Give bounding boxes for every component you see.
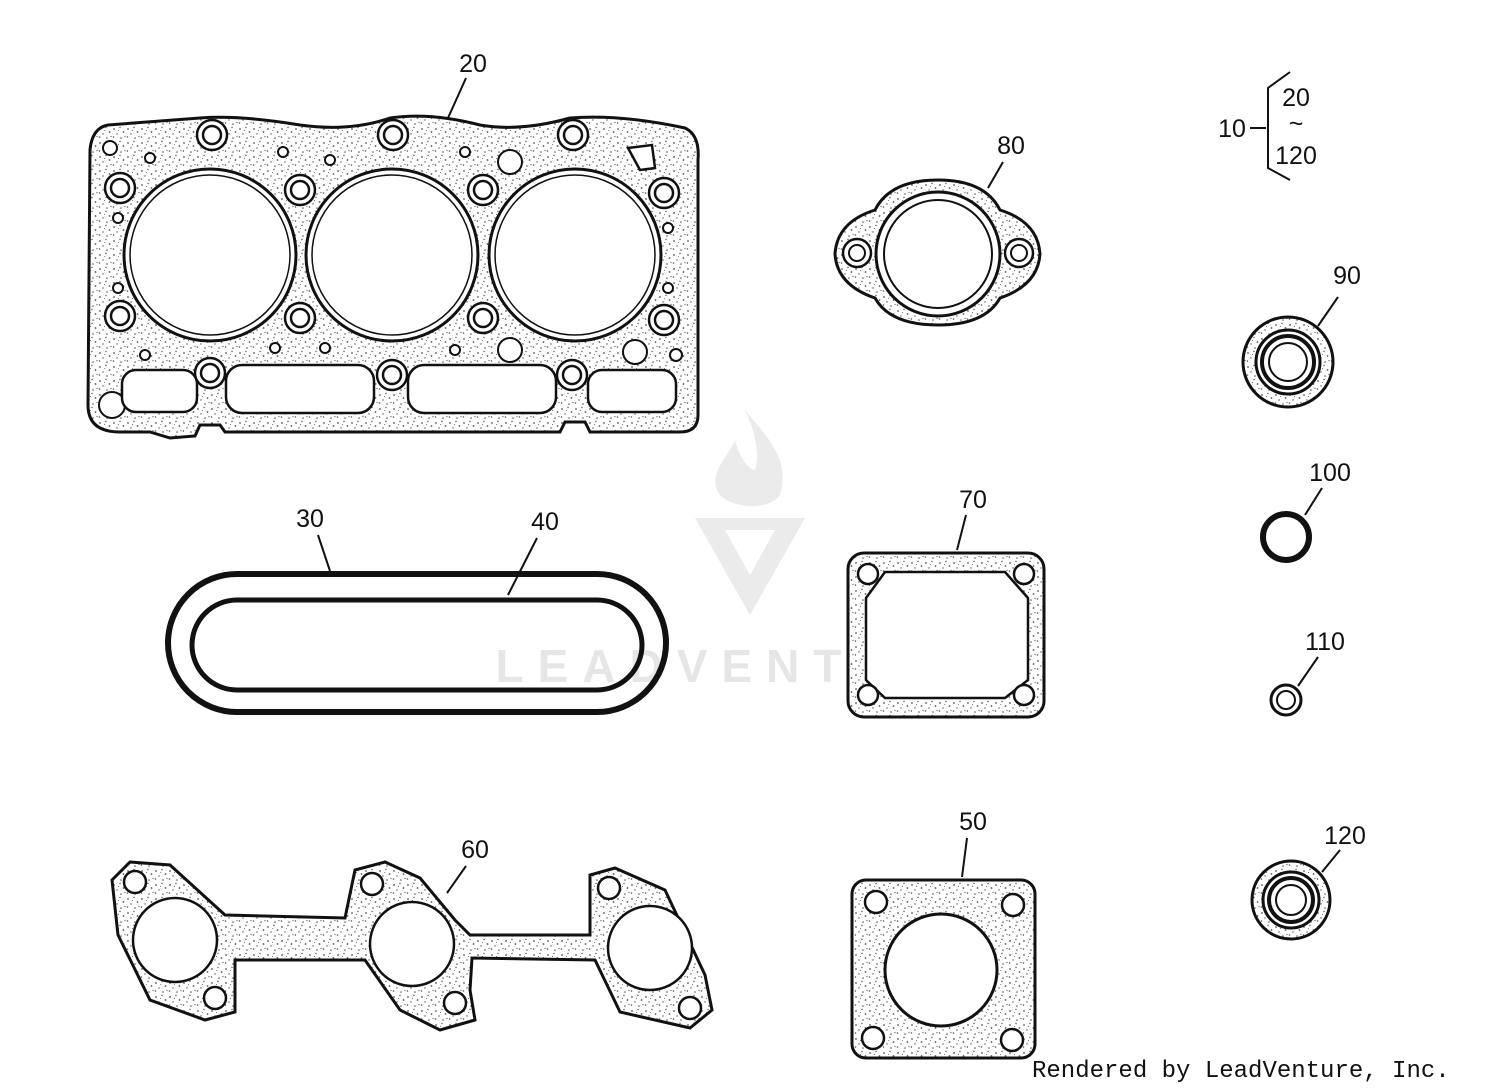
cylinder-bore-2 <box>304 167 480 343</box>
leader-100 <box>1304 487 1323 516</box>
kit-range-tilde: ~ <box>1289 110 1304 138</box>
manifold-port-2 <box>368 900 456 988</box>
kit-range-start: 20 <box>1282 84 1310 112</box>
leader-90 <box>1317 296 1339 327</box>
v-logo-icon <box>695 518 805 615</box>
callout-40: 40 <box>531 508 559 536</box>
leader-120 <box>1321 849 1341 873</box>
oil-seal-120: 120 <box>1250 822 1366 941</box>
callout-60: 60 <box>461 836 489 864</box>
kit-reference: 10 20 ~ 120 <box>1218 71 1317 181</box>
callout-20: 20 <box>459 50 487 78</box>
outlet-gasket: 50 <box>850 808 1037 1060</box>
callout-120: 120 <box>1324 822 1366 850</box>
callout-30: 30 <box>296 505 324 533</box>
oil-seal-90: 90 <box>1241 262 1361 409</box>
callout-90: 90 <box>1333 262 1361 290</box>
leader-30 <box>317 534 331 572</box>
manifold-gasket: 60 <box>110 836 714 1032</box>
gasket-40 <box>189 597 645 693</box>
leader-50 <box>961 837 968 878</box>
kit-range-end: 120 <box>1275 142 1317 170</box>
callout-110: 110 <box>1305 628 1345 656</box>
valve-cover-gaskets: 30 40 <box>165 505 669 715</box>
manifold-port-1 <box>131 896 219 984</box>
o-ring-110: 110 <box>1269 628 1345 717</box>
callout-50: 50 <box>959 808 987 836</box>
leader-110 <box>1297 656 1319 687</box>
callout-70: 70 <box>959 486 987 514</box>
head-bolt-holes <box>103 118 681 392</box>
callout-80: 80 <box>997 132 1025 160</box>
flange-gasket: 80 <box>833 132 1042 327</box>
o-ring-100: 100 <box>1260 459 1351 563</box>
cylinder-bore-1 <box>122 167 298 343</box>
head-small-holes <box>98 140 683 419</box>
leader-40 <box>507 537 538 596</box>
footer-credit: Rendered by LeadVenture, Inc. <box>1032 1058 1450 1085</box>
flame-logo-icon <box>715 410 783 507</box>
manifold-port-3 <box>606 904 694 992</box>
thermostat-gasket: 70 <box>846 486 1046 719</box>
leader-60 <box>446 865 467 894</box>
kit-bracket <box>1267 71 1291 181</box>
leader-80 <box>987 161 1004 189</box>
cylinder-bore-3 <box>487 167 663 343</box>
gasket-30 <box>165 571 669 715</box>
leader-70 <box>956 514 967 551</box>
head-coolant-slots <box>120 143 678 415</box>
cylinder-head-gasket: 20 <box>86 50 700 440</box>
callout-100: 100 <box>1309 459 1351 487</box>
leader-20 <box>447 77 467 119</box>
callout-10: 10 <box>1218 115 1246 143</box>
